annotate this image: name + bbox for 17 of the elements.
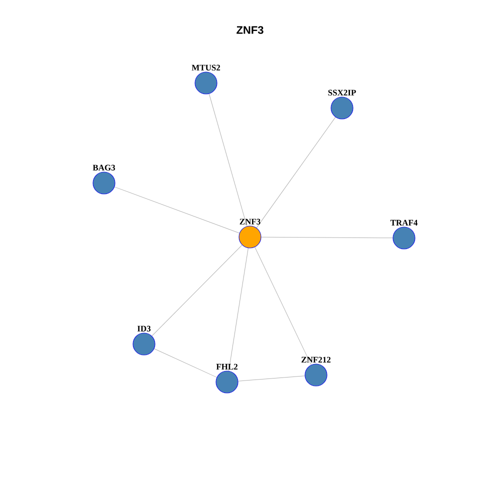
node-label: ZNF212 — [302, 356, 331, 363]
title: ZNF3 — [236, 26, 264, 34]
gene-node: ZNF3 — [238, 218, 262, 248]
gene-node: MTUS2 — [192, 64, 220, 94]
node-label: FHL2 — [216, 364, 238, 370]
gene-node: ID3 — [132, 326, 156, 356]
node-label: ZNF3 — [240, 218, 260, 224]
node-label: MTUS2 — [192, 64, 220, 70]
gene-node: BAG3 — [92, 164, 116, 194]
node-label: SSX2IP — [328, 90, 356, 96]
node-label: BAG3 — [92, 164, 116, 170]
gene-node: TRAF4 — [390, 220, 418, 250]
node-label: TRAF4 — [390, 220, 418, 226]
node-label: ID3 — [137, 326, 151, 332]
gene-node: ZNF212 — [302, 356, 331, 386]
gene-node: SSX2IP — [328, 90, 356, 120]
gene-node: FHL2 — [216, 364, 238, 394]
